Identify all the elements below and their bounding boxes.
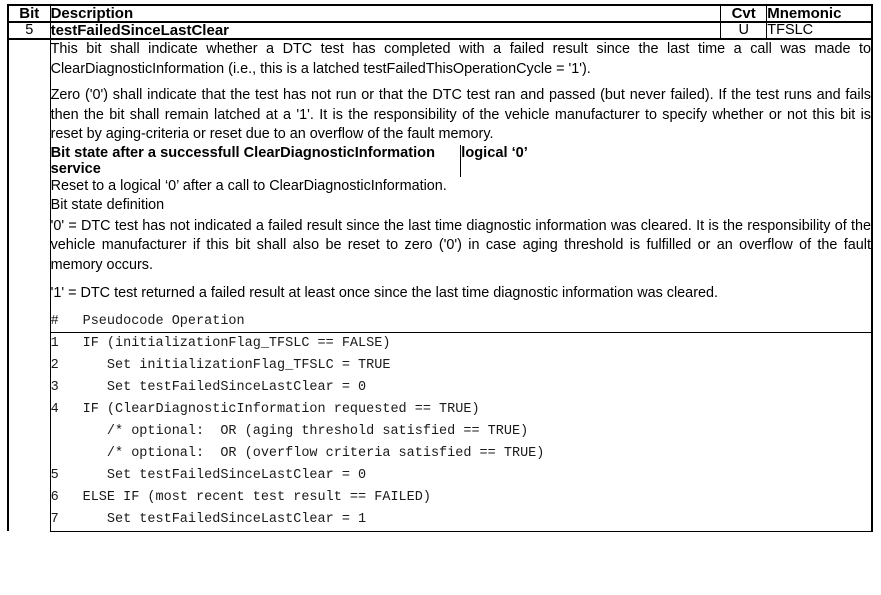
pseudocode-line-number: 5 (50, 467, 59, 483)
pseudocode-line: 1 IF (initializationFlag_TFSLC == FALSE) (51, 332, 871, 355)
pseudocode-header-operation: Pseudocode Operation (82, 311, 871, 333)
column-header-mnemonic: Mnemonic (766, 4, 873, 23)
bit-cvt-value: U (720, 21, 768, 40)
bit-name: testFailedSinceLastClear (49, 21, 722, 40)
reset-note: Reset to a logical ‘0’ after a call to C… (50, 177, 447, 194)
bit-detail-content: This bit shall indicate whether a DTC te… (49, 38, 873, 532)
bit-state-definition-one: '1' = DTC test returned a failed result … (50, 285, 718, 301)
pseudocode-line-code: Set testFailedSinceLastClear = 0 (82, 379, 367, 395)
description-paragraph: Zero ('0') shall indicate that the test … (50, 87, 871, 142)
pseudocode-line: 2 Set initializationFlag_TFSLC = TRUE (51, 355, 871, 377)
pseudocode-line-number: 3 (50, 379, 59, 395)
clear-service-label: Bit state after a successfull ClearDiagn… (50, 144, 435, 177)
bit-state-definition-zero: '0' = DTC test has not indicated a faile… (50, 217, 871, 273)
pseudocode-line-code: /* optional: OR (overflow criteria satis… (82, 445, 545, 461)
bit-summary-row: 5 testFailedSinceLastClear U TFSLC (7, 21, 873, 40)
bit-detail-row: This bit shall indicate whether a DTC te… (7, 38, 873, 532)
column-header-cvt: Cvt (720, 4, 768, 23)
pseudocode-line-number: 2 (50, 357, 59, 373)
pseudocode-line-code: IF (ClearDiagnosticInformation requested… (82, 401, 480, 417)
bit-state-definition-label: Bit state definition (50, 196, 165, 213)
pseudocode-line-number: 4 (50, 401, 59, 417)
bit-mnemonic-value: TFSLC (766, 21, 873, 40)
bit-state-definitions-row: '0' = DTC test has not indicated a faile… (51, 215, 871, 312)
pseudocode-container: # Pseudocode Operation 1 IF (initializat… (50, 311, 871, 531)
clear-service-value: logical ‘0’ (460, 144, 871, 177)
bit-state-definitions: '0' = DTC test has not indicated a faile… (51, 215, 871, 312)
pseudocode-line: 3 Set testFailedSinceLastClear = 0 (51, 377, 871, 399)
reset-note-row: Reset to a logical ‘0’ after a call to C… (51, 177, 871, 196)
description-paragraph: This bit shall indicate whether a DTC te… (50, 41, 871, 77)
description-paragraphs-row: This bit shall indicate whether a DTC te… (51, 40, 871, 145)
pseudocode-line-number (51, 421, 83, 443)
pseudocode-line-code: ELSE IF (most recent test result == FAIL… (82, 489, 431, 505)
detail-inner-table: This bit shall indicate whether a DTC te… (50, 40, 871, 531)
pseudocode-table: # Pseudocode Operation 1 IF (initializat… (50, 311, 871, 531)
pseudocode-line-code: Set testFailedSinceLastClear = 0 (82, 467, 367, 483)
pseudocode-line-number: 6 (50, 489, 59, 505)
bit-column-spacer (7, 38, 51, 531)
pseudocode-line-number: 7 (50, 511, 59, 527)
description-paragraphs: This bit shall indicate whether a DTC te… (51, 40, 871, 145)
column-header-description: Description (49, 4, 722, 23)
pseudocode-row: # Pseudocode Operation 1 IF (initializat… (50, 311, 871, 531)
pseudocode-line: /* optional: OR (aging threshold satisfi… (51, 421, 871, 443)
pseudocode-line: 4 IF (ClearDiagnosticInformation request… (51, 399, 871, 421)
pseudocode-header-num: # (50, 311, 83, 333)
pseudocode-line: 6 ELSE IF (most recent test result == FA… (51, 487, 871, 509)
pseudocode-line-number: 1 (50, 335, 59, 351)
pseudocode-line-code: IF (initializationFlag_TFSLC == FALSE) (82, 335, 391, 351)
pseudocode-line-code: /* optional: OR (aging threshold satisfi… (82, 423, 529, 439)
pseudocode-header-row: # Pseudocode Operation (50, 311, 871, 333)
clear-service-row: Bit state after a successfull ClearDiagn… (50, 144, 871, 177)
bit-state-definition-label-row: Bit state definition (51, 196, 871, 215)
column-header-bit: Bit (7, 4, 51, 23)
bit-number: 5 (7, 21, 51, 40)
pseudocode-line: 7 Set testFailedSinceLastClear = 1 (51, 509, 871, 531)
bit-definition-table: Bit Description Cvt Mnemonic 5 testFaile… (7, 4, 873, 532)
pseudocode-line: /* optional: OR (overflow criteria satis… (51, 443, 871, 465)
pseudocode-line-number (51, 443, 83, 465)
pseudocode-line: 5 Set testFailedSinceLastClear = 0 (51, 465, 871, 487)
table-header-row: Bit Description Cvt Mnemonic (7, 4, 873, 23)
pseudocode-line-code: Set initializationFlag_TFSLC = TRUE (82, 357, 391, 373)
pseudocode-line-code: Set testFailedSinceLastClear = 1 (82, 511, 367, 527)
